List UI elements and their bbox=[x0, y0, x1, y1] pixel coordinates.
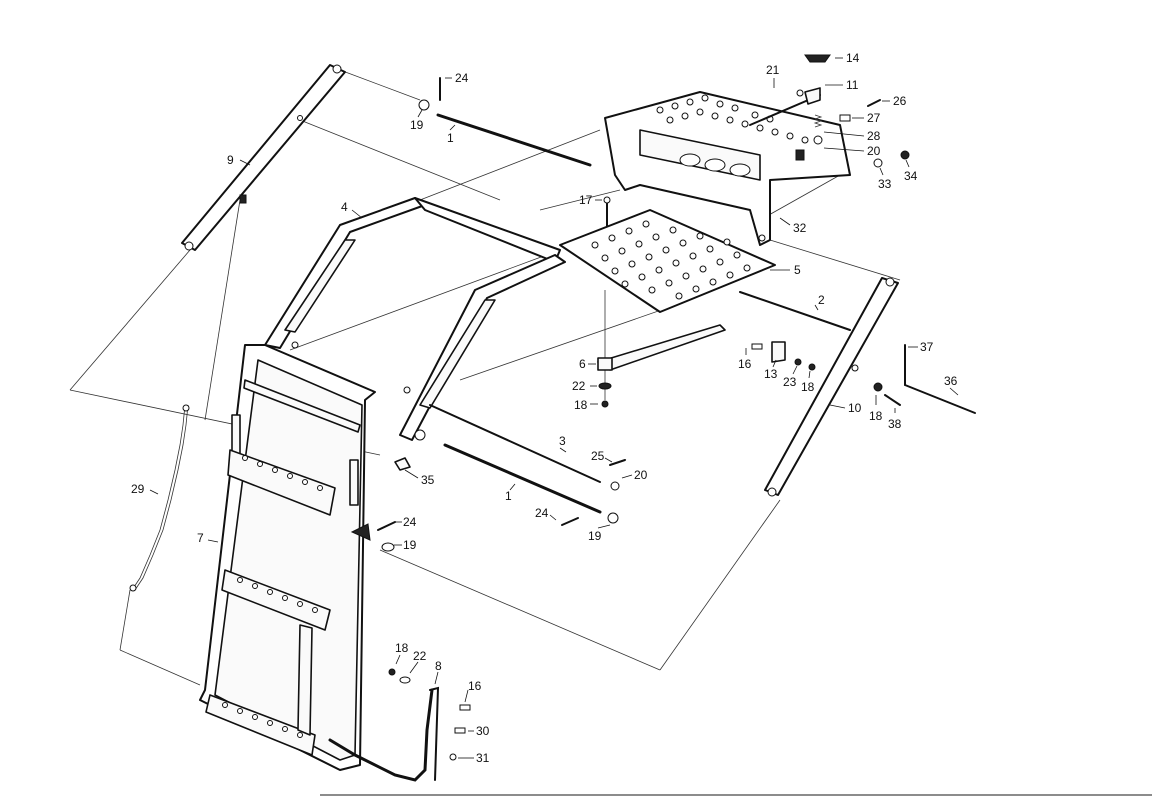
callout-24-mid: 24 bbox=[535, 506, 549, 520]
part-3-rod bbox=[429, 404, 601, 483]
part-33-34-nuts bbox=[873, 150, 910, 168]
callout-22-lower: 22 bbox=[413, 649, 427, 663]
callout-23: 23 bbox=[783, 375, 797, 389]
callout-2: 2 bbox=[818, 293, 825, 307]
callout-3: 3 bbox=[559, 434, 566, 448]
callout-1-top: 1 bbox=[447, 131, 454, 145]
part-6-strap bbox=[597, 324, 726, 371]
callout-32: 32 bbox=[793, 221, 807, 235]
callout-19-lower: 19 bbox=[403, 538, 417, 552]
callout-20-mid: 20 bbox=[634, 468, 648, 482]
callout-24-lower: 24 bbox=[403, 515, 417, 529]
callout-18-mid: 18 bbox=[801, 380, 815, 394]
part-13-clip bbox=[751, 341, 816, 371]
callout-19-mid: 19 bbox=[588, 529, 602, 543]
callout-6: 6 bbox=[579, 357, 586, 371]
part-29-spring bbox=[129, 404, 190, 592]
callout-26: 26 bbox=[893, 94, 907, 108]
part-1-upper-rod bbox=[418, 77, 592, 167]
callout-16-lower: 16 bbox=[468, 679, 482, 693]
callout-25: 25 bbox=[591, 449, 605, 463]
callout-14: 14 bbox=[846, 51, 860, 65]
step-perforations bbox=[222, 455, 323, 738]
callout-37: 37 bbox=[920, 340, 934, 354]
callout-17: 17 bbox=[579, 193, 593, 207]
part-36-37-38 bbox=[873, 344, 976, 414]
callouts: 14 21 11 26 27 28 20 33 34 32 24 19 1 9 … bbox=[131, 51, 959, 765]
part-26-27-bolts bbox=[839, 99, 881, 122]
part-7-ladder bbox=[199, 344, 376, 771]
callout-30: 30 bbox=[476, 724, 490, 738]
callout-13: 13 bbox=[764, 367, 778, 381]
callout-38: 38 bbox=[888, 417, 902, 431]
part-10-bar bbox=[764, 277, 899, 497]
callout-35: 35 bbox=[421, 473, 435, 487]
part-11-latch bbox=[749, 54, 831, 161]
part-2-rod bbox=[739, 291, 851, 331]
part-22-18-washers bbox=[598, 382, 612, 408]
callout-34: 34 bbox=[904, 169, 918, 183]
callout-22-mid: 22 bbox=[572, 379, 586, 393]
callout-19-top: 19 bbox=[410, 118, 424, 132]
callout-27: 27 bbox=[867, 111, 881, 125]
callout-28: 28 bbox=[867, 129, 881, 143]
part-17-pin bbox=[603, 196, 611, 231]
part-5-platform bbox=[559, 209, 776, 313]
callout-18-lower: 18 bbox=[395, 641, 409, 655]
callout-4: 4 bbox=[341, 200, 348, 214]
callout-18-c: 18 bbox=[869, 409, 883, 423]
callout-1-lower: 1 bbox=[505, 489, 512, 503]
callout-16-mid: 16 bbox=[738, 357, 752, 371]
part-8-handrail bbox=[328, 668, 471, 782]
part-1-lower-rod bbox=[443, 443, 626, 526]
callout-21: 21 bbox=[766, 63, 780, 77]
callout-7: 7 bbox=[197, 531, 204, 545]
callout-33: 33 bbox=[878, 177, 892, 191]
callout-10: 10 bbox=[848, 401, 862, 415]
part-35-nut bbox=[394, 457, 411, 471]
callout-31: 31 bbox=[476, 751, 490, 765]
callout-8: 8 bbox=[435, 659, 442, 673]
callout-29: 29 bbox=[131, 482, 145, 496]
part-19-24-lower bbox=[377, 521, 396, 552]
callout-5: 5 bbox=[794, 263, 801, 277]
callout-11: 11 bbox=[846, 78, 859, 92]
callout-18-b: 18 bbox=[574, 398, 588, 412]
callout-36: 36 bbox=[944, 374, 958, 388]
part-4-u-frame bbox=[264, 197, 566, 441]
part-9-bar bbox=[181, 64, 346, 251]
callout-20-top: 20 bbox=[867, 144, 881, 158]
callout-9: 9 bbox=[227, 153, 234, 167]
platform-perforations bbox=[591, 220, 751, 300]
callout-24-top: 24 bbox=[455, 71, 469, 85]
